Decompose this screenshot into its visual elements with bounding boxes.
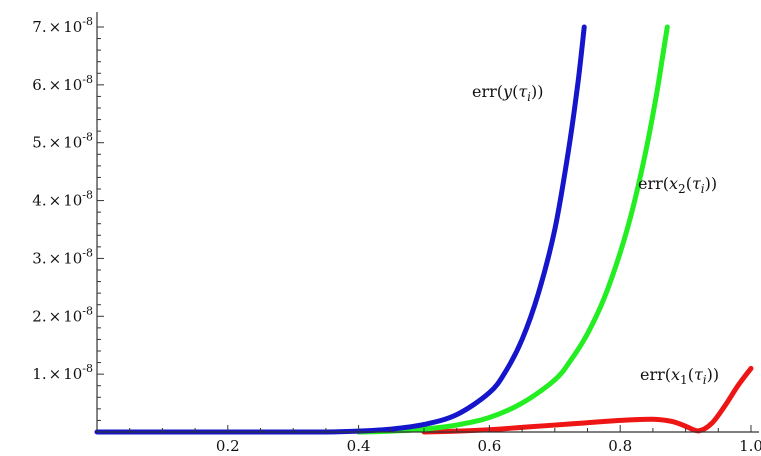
y-tick-label: 3.×10-8: [32, 246, 93, 267]
series-labels: err(y(τi)) err(x2(τi)) err(x1(τi)): [472, 82, 719, 387]
series-line-err-x1: [421, 365, 754, 435]
y-tick-label: 7.×10-8: [32, 15, 93, 36]
x-tick-label: 1.0: [739, 437, 761, 455]
y-tick-label: 6.×10-8: [32, 73, 93, 94]
x-tick-label: 0.8: [608, 437, 632, 455]
series-label-err-x1: err(x1(τi)): [640, 365, 719, 387]
axes: [96, 12, 759, 433]
ticks: 0.2 0.4 0.6 0.8 1.0 1.×10-8 2.×10-8 3.×10-8 4.×1…: [32, 15, 761, 455]
y-tick-label: 1.×10-8: [32, 362, 93, 383]
series-label-err-x2: err(x2(τi)): [638, 174, 717, 196]
x-tick-label: 0.4: [347, 437, 371, 455]
x-tick-label: 0.6: [477, 437, 501, 455]
y-tick-label: 2.×10-8: [32, 304, 93, 325]
x-tick-label: 0.2: [216, 437, 240, 455]
y-tick-label: 5.×10-8: [32, 131, 93, 152]
series-label-err-y: err(y(τi)): [472, 82, 544, 104]
series-line-err-x2: [356, 24, 670, 435]
y-tick-label: 4.×10-8: [32, 189, 93, 210]
